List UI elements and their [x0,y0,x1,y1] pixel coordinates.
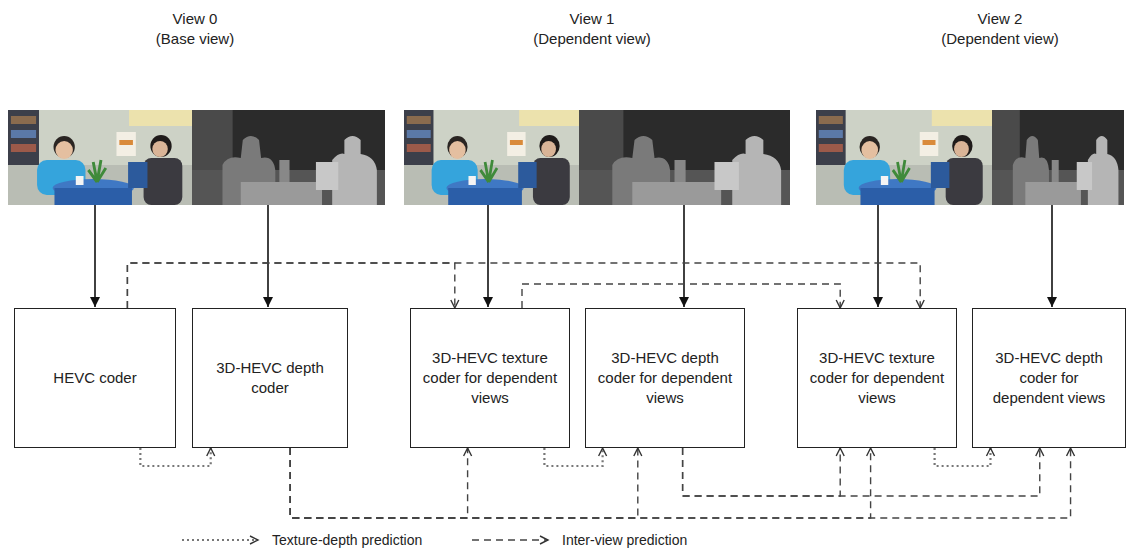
box-label: 3D-HEVC depth coder for dependent views [596,348,734,409]
process-box: 3D-HEVC depth coder for dependent views [585,308,745,448]
legend-sample [470,533,552,547]
box-label: HEVC coder [53,368,136,388]
texture-image [816,110,992,205]
prediction-arrow [290,448,467,518]
view-label: (Base view) [156,30,234,47]
prediction-arrow [290,448,870,518]
process-box: HEVC coder [14,308,176,448]
legend-line [472,539,548,540]
prediction-arrow [290,448,638,518]
depth-image [579,110,790,205]
prediction-arrow [127,263,454,308]
legend-sample [180,533,262,547]
prediction-arrow [683,448,841,496]
legend-text: Texture-depth prediction [272,532,422,548]
view-label: (Dependent view) [533,30,651,47]
prediction-arrow [544,448,602,466]
prediction-arrow [290,448,1070,518]
texture-image [404,110,579,205]
box-label: 3D-HEVC texture coder for dependent view… [808,348,946,409]
depth-image [992,110,1124,205]
process-box: 3D-HEVC depth coder [192,308,348,448]
prediction-arrow [140,448,210,466]
input-arrow [267,205,269,307]
input-arrow [94,205,96,307]
depth-image [192,110,385,205]
process-box: 3D-HEVC texture coder for dependent view… [410,308,570,448]
texture-image [8,110,192,205]
legend-item: Texture-depth prediction [180,532,422,548]
box-label: 3D-HEVC depth coder for dependent views [983,348,1115,409]
prediction-arrow [935,448,991,466]
view-label: View 1 [570,10,615,27]
legend-item: Inter-view prediction [470,532,687,548]
box-label: 3D-HEVC texture coder for dependent view… [421,348,559,409]
prediction-arrow [522,284,840,308]
input-arrow [1051,205,1053,307]
process-box: 3D-HEVC texture coder for dependent view… [797,308,957,448]
view-label: (Dependent view) [941,30,1059,47]
input-arrow [877,205,879,307]
input-arrow [683,205,685,307]
legend-line [182,539,258,541]
input-arrows [95,205,1052,307]
view-label: View 2 [978,10,1023,27]
legend-text: Inter-view prediction [562,532,687,548]
prediction-arrow [127,263,920,308]
process-box: 3D-HEVC depth coder for dependent views [972,308,1126,448]
view-label: View 0 [173,10,218,27]
prediction-arrow [683,448,1040,496]
input-arrow [487,205,489,307]
box-label: 3D-HEVC depth coder [203,358,337,399]
